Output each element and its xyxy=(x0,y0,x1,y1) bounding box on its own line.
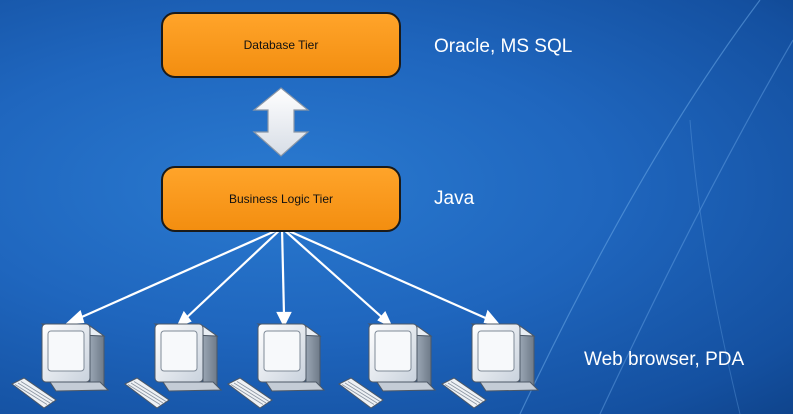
client-tier-tech: Web browser, PDA xyxy=(584,349,745,370)
double-arrow-icon xyxy=(252,87,310,157)
background-arc xyxy=(689,119,741,414)
client-computers xyxy=(11,323,540,409)
arrow-to-client-3 xyxy=(280,227,286,316)
computer-icon xyxy=(338,323,437,409)
business-tier-tech: Java xyxy=(434,188,475,209)
computer-icon xyxy=(441,323,540,409)
background-arc xyxy=(599,39,793,414)
arrow-to-client-2 xyxy=(183,227,283,321)
arrowhead-client-3 xyxy=(276,311,292,328)
arrow-to-client-1 xyxy=(74,226,283,322)
arrowhead-client-1 xyxy=(64,310,85,325)
database-tier-tech: Oracle, MS SQL xyxy=(434,36,573,57)
business-tier-label: Business Logic Tier xyxy=(228,192,334,206)
database-tier-label: Database Tier xyxy=(243,38,319,52)
business-tier-box: Business Logic Tier xyxy=(161,166,401,232)
computer-icon xyxy=(227,323,326,409)
arrowhead-client-4 xyxy=(377,310,394,329)
arrowhead-client-5 xyxy=(483,309,501,326)
connector-arrows xyxy=(64,226,501,329)
computer-icon xyxy=(11,323,110,409)
arrow-to-client-5 xyxy=(281,226,491,322)
computer-icon xyxy=(124,323,223,409)
arrow-to-client-4 xyxy=(281,227,386,321)
database-tier-box: Database Tier xyxy=(161,12,401,78)
background-arc xyxy=(519,0,761,414)
